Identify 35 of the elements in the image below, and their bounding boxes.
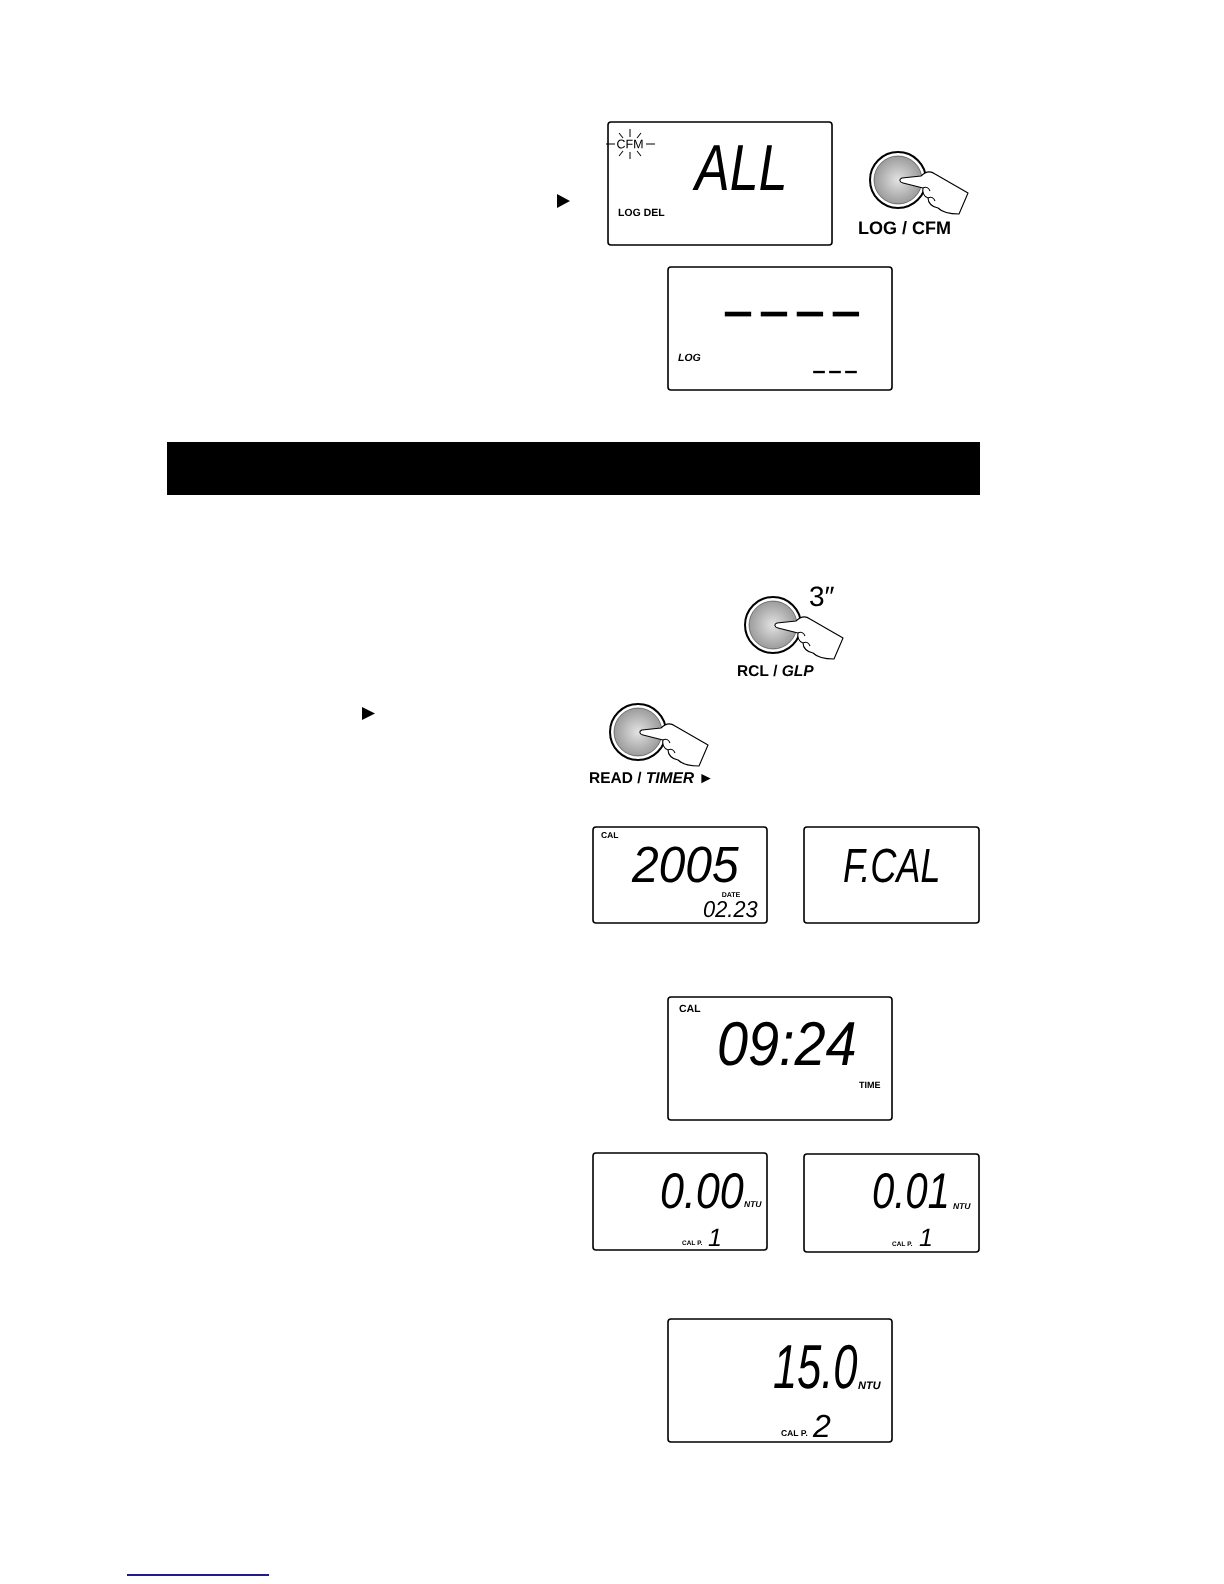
duration-label: 3″ xyxy=(810,586,834,607)
unit-label: NTU xyxy=(953,1203,971,1210)
lcd-digits: 2005 xyxy=(631,846,739,883)
key-label: LOG / CFM xyxy=(859,220,950,235)
unit-label: NTU xyxy=(858,1381,881,1390)
indicator-label: CAL xyxy=(601,832,619,839)
lcd-digits: 02.23 xyxy=(703,900,758,918)
lcd-screen xyxy=(667,996,893,1121)
indicator-label: TIME xyxy=(859,1081,881,1088)
lcd-screen xyxy=(592,1152,768,1251)
lcd-dashes: ---- xyxy=(724,311,860,317)
lcd-screen xyxy=(605,121,833,246)
indicator-label: LOG xyxy=(678,353,701,362)
lcd-digits: 1 xyxy=(919,1228,931,1246)
lcd-screen xyxy=(592,826,768,924)
lcd-digits: 1 xyxy=(708,1228,720,1246)
lcd-digits: 2 xyxy=(812,1414,831,1437)
lcd-screen xyxy=(667,1318,893,1443)
lcd-screen xyxy=(803,1153,980,1253)
lcd-digits: F.CAL xyxy=(844,848,938,883)
unit-label: NTU xyxy=(744,1201,762,1208)
lcd-digits: ALL xyxy=(692,145,784,190)
key-label: RCL / GLP xyxy=(738,664,814,677)
lcd-screen xyxy=(667,266,893,391)
indicator-label: CAL xyxy=(679,1004,701,1013)
indicator-label: CAL P. xyxy=(781,1430,808,1437)
lcd-digits: 15.0 xyxy=(774,1344,858,1389)
indicator-label: CFM xyxy=(617,139,643,149)
indicator-label: LOG DEL xyxy=(618,208,665,217)
lcd-digits: 09:24 xyxy=(719,1021,855,1066)
lcd-digits: 0.01 xyxy=(873,1173,947,1209)
key-label: READ / TIMER ► xyxy=(590,771,711,784)
lcd-dashes: --- xyxy=(813,370,857,374)
lcd-digits: 0.00 xyxy=(661,1173,744,1209)
lcd-screen xyxy=(803,826,980,924)
